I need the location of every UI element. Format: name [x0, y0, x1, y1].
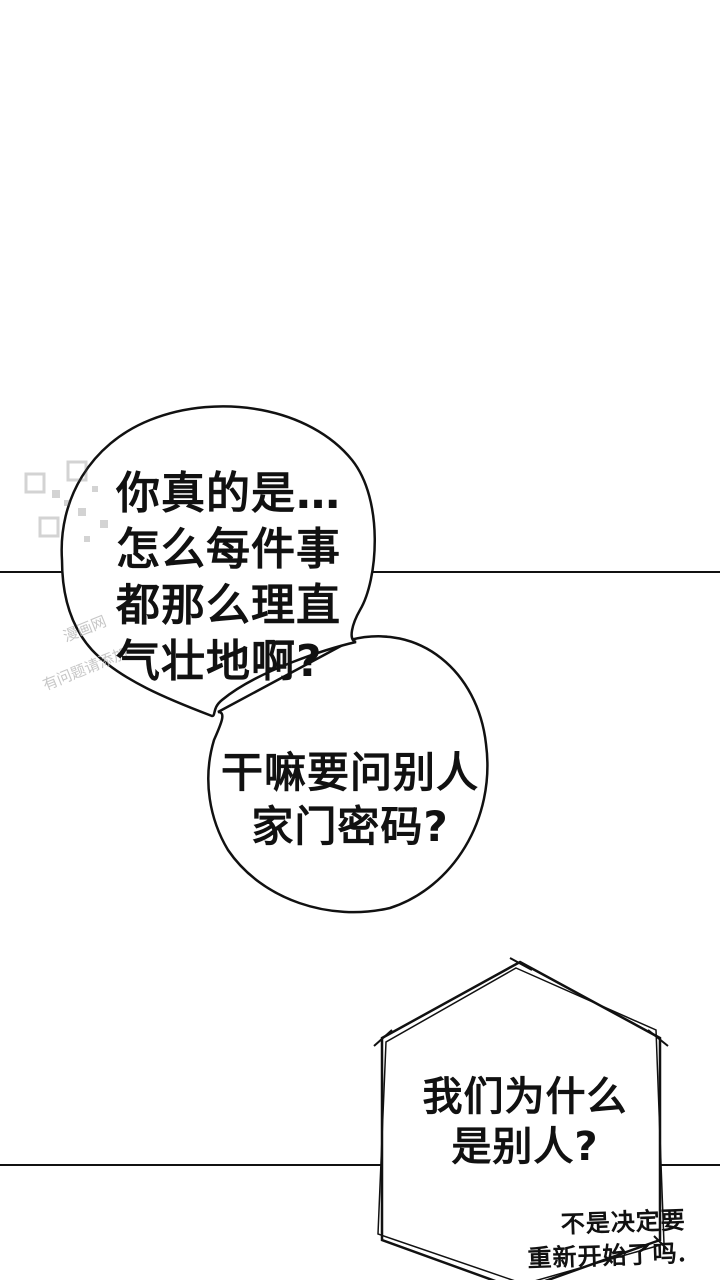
bubble-left-line: 怎么每件事: [116, 524, 341, 575]
speech-bubble-left: [60, 405, 376, 718]
bubble-hexagon-text: 我们为什么 是别人?: [400, 1072, 650, 1172]
bubble-left-line: 气壮地啊?: [116, 636, 323, 687]
bubble-left-text: 你真的是… 怎么每件事 都那么理直 气壮地啊?: [116, 466, 341, 690]
panel-border-bottom: [0, 1164, 720, 1166]
bubble-hexagon-line: 是别人?: [451, 1124, 599, 1170]
speech-bubble-right: [207, 635, 489, 914]
bubble-left-line: 都那么理直: [116, 580, 341, 631]
bubble-right-line: 家门密码?: [251, 802, 449, 851]
bubble-hexagon-line: 我们为什么: [422, 1074, 628, 1120]
handwritten-note: 不是决定要 重新开始了吗.: [526, 1203, 688, 1275]
speech-bubble-hexagon: [373, 957, 669, 1280]
bubble-right-text: 干嘛要问别人 家门密码?: [212, 746, 488, 854]
handwritten-note-line: 不是决定要: [559, 1205, 686, 1239]
bubble-left-line: 你真的是…: [116, 468, 341, 519]
bubble-right-line: 干嘛要问别人: [220, 748, 479, 797]
watermark-qr: [24, 460, 108, 542]
handwritten-note-line: 重新开始了吗.: [526, 1238, 688, 1273]
